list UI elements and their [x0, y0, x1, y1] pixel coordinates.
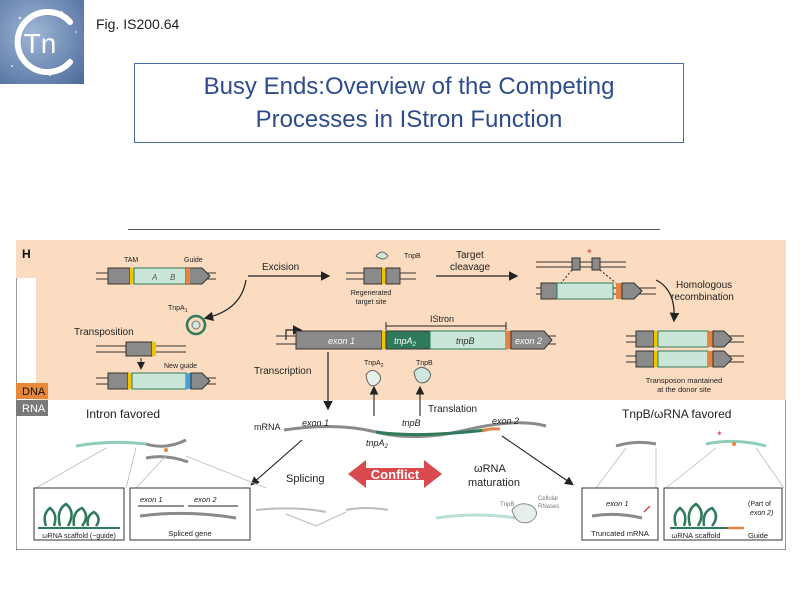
translation-label: Translation [428, 404, 477, 415]
dna-tag [16, 383, 48, 399]
right-cut-mark: ✶ [716, 429, 723, 438]
transcription-label: Transcription [254, 366, 311, 377]
box-wrna-scaffold: (Part of exon 2) ωRNA scaffold Guide [663, 487, 783, 541]
splice-lariat-illustration [255, 507, 389, 527]
mrna-strand: mRNA exon 1 tnpA2 tnpB exon 2 [254, 416, 547, 450]
regenerated-label-2: target site [356, 299, 387, 306]
recombination-arrow [655, 279, 680, 323]
mrna-exon1-label: exon 1 [302, 418, 329, 428]
tnpb-gene-label: tnpB [456, 336, 475, 346]
intron-favored-label: Intron favored [86, 407, 160, 421]
transposition-label: Transposition [74, 327, 134, 338]
tnpb-protein-label: TnpB [416, 360, 433, 367]
exon1-label: exon 1 [328, 336, 355, 346]
cellular-rnases-label-1: Cellular [538, 496, 558, 502]
panel-letter: H [22, 247, 31, 261]
istron-label: IStron [430, 314, 454, 324]
rna-tag [16, 400, 48, 416]
protein-group: TnpA2 TnpB Translation [364, 360, 477, 416]
box-spliced-gene: exon 1 exon 2 Spliced gene [129, 487, 251, 541]
logo-text: Tn [24, 28, 57, 59]
dna-tag-label: DNA [22, 386, 46, 398]
box3-caption: Truncated mRNA [591, 529, 649, 538]
wrna-maturation-label-1: ωRNA [474, 463, 506, 475]
mrna-label: mRNA [254, 422, 281, 432]
rnase-illustration: TnpB Cellular RNases [435, 496, 559, 524]
title-box: Busy Ends:Overview of the Competing Proc… [134, 63, 684, 143]
tnpa2-gene-label: tnpA2 [394, 336, 417, 348]
tnpa-protein-label: TnpA2 [364, 360, 384, 369]
maintained-label-1: Transposon mantained [646, 376, 722, 385]
homologous-label-2: recombination [671, 292, 734, 303]
box4-guide: Guide [748, 531, 768, 540]
box2-caption: Spliced gene [168, 529, 211, 538]
mrna-exon2-label: exon 2 [492, 416, 519, 426]
rna-tag-label: RNA [22, 403, 46, 415]
homologous-label-1: Homologous [676, 280, 732, 291]
to-circle-arrow [203, 279, 247, 322]
box1-caption: ωRNA scaffold (~guide) [42, 533, 116, 540]
box-wrna-scaffold-guide: ωRNA scaffold (~guide) [33, 487, 125, 541]
slide-title: Busy Ends:Overview of the Competing Proc… [203, 73, 615, 133]
box3-exon1: exon 1 [606, 499, 629, 508]
conflict-arrow: Conflict [348, 460, 442, 488]
transposition-module: TnpA1 Transposition New guide [74, 279, 247, 390]
istron-diagram: H DNA RNA A B TAM Guide Excision TnpB Re… [15, 239, 787, 551]
box4-note-2: exon 2) [750, 510, 773, 517]
tnpb-top-label: TnpB [404, 253, 421, 260]
dna-band [16, 240, 786, 400]
wrna-pathway-illustration: ✶ [595, 429, 785, 489]
new-guide-label: New guide [164, 363, 197, 370]
regenerated-label-1: Regenerated [351, 290, 392, 297]
donor-construct: A B TAM Guide [96, 257, 216, 285]
cleavage-intermediate: ✶ [536, 247, 656, 300]
divider-line [128, 229, 660, 230]
tam-label: TAM [124, 257, 138, 264]
gene-construct: exon 1 tnpA2 tnpB exon 2 IStron [276, 314, 556, 350]
box4-caption: ωRNA scaffold [671, 531, 720, 540]
splicing-arrow [250, 439, 303, 486]
box4-note-1: (Part of [748, 501, 771, 508]
istron-figure-panel: H DNA RNA A B TAM Guide Excision TnpB Re… [15, 239, 787, 555]
target-cleavage-label-1: Target [456, 250, 484, 261]
tnpa-top-label: TnpA1 [168, 305, 188, 314]
excision-label: Excision [262, 262, 299, 273]
intron-pathway-illustration [35, 438, 267, 489]
mrna-tnpa-label: tnpA2 [366, 438, 389, 450]
figure-label: Fig. IS200.64 [96, 16, 180, 32]
maintained-constructs: Transposon mantained at the donor site [626, 330, 744, 394]
conflict-label: Conflict [371, 467, 420, 482]
tn-logo: Tn [0, 0, 84, 84]
mrna-tnpb-label: tnpB [402, 418, 421, 428]
splicing-label: Splicing [286, 473, 325, 485]
wrna-maturation-label-2: maturation [468, 477, 520, 489]
target-cleavage-label-2: cleavage [450, 262, 490, 273]
b-box-label: B [170, 273, 176, 282]
box2-exon1: exon 1 [140, 495, 163, 504]
tnpb-small-label: TnpB [500, 502, 514, 508]
tnpb-favored-label: TnpB/ωRNA favored [622, 407, 731, 421]
exon2-label: exon 2 [515, 336, 542, 346]
guide-label-top: Guide [184, 257, 203, 264]
regenerated-target: TnpB Regenerated target site [346, 251, 421, 306]
cut-mark: ✶ [586, 247, 593, 256]
box-truncated-mrna: exon 1 Truncated mRNA [581, 487, 659, 541]
cellular-rnases-label-2: RNases [538, 504, 559, 510]
box2-exon2: exon 2 [194, 495, 217, 504]
a-box-label: A [151, 273, 157, 282]
maturation-arrow [501, 435, 574, 486]
maintained-label-2: at the donor site [657, 385, 711, 394]
